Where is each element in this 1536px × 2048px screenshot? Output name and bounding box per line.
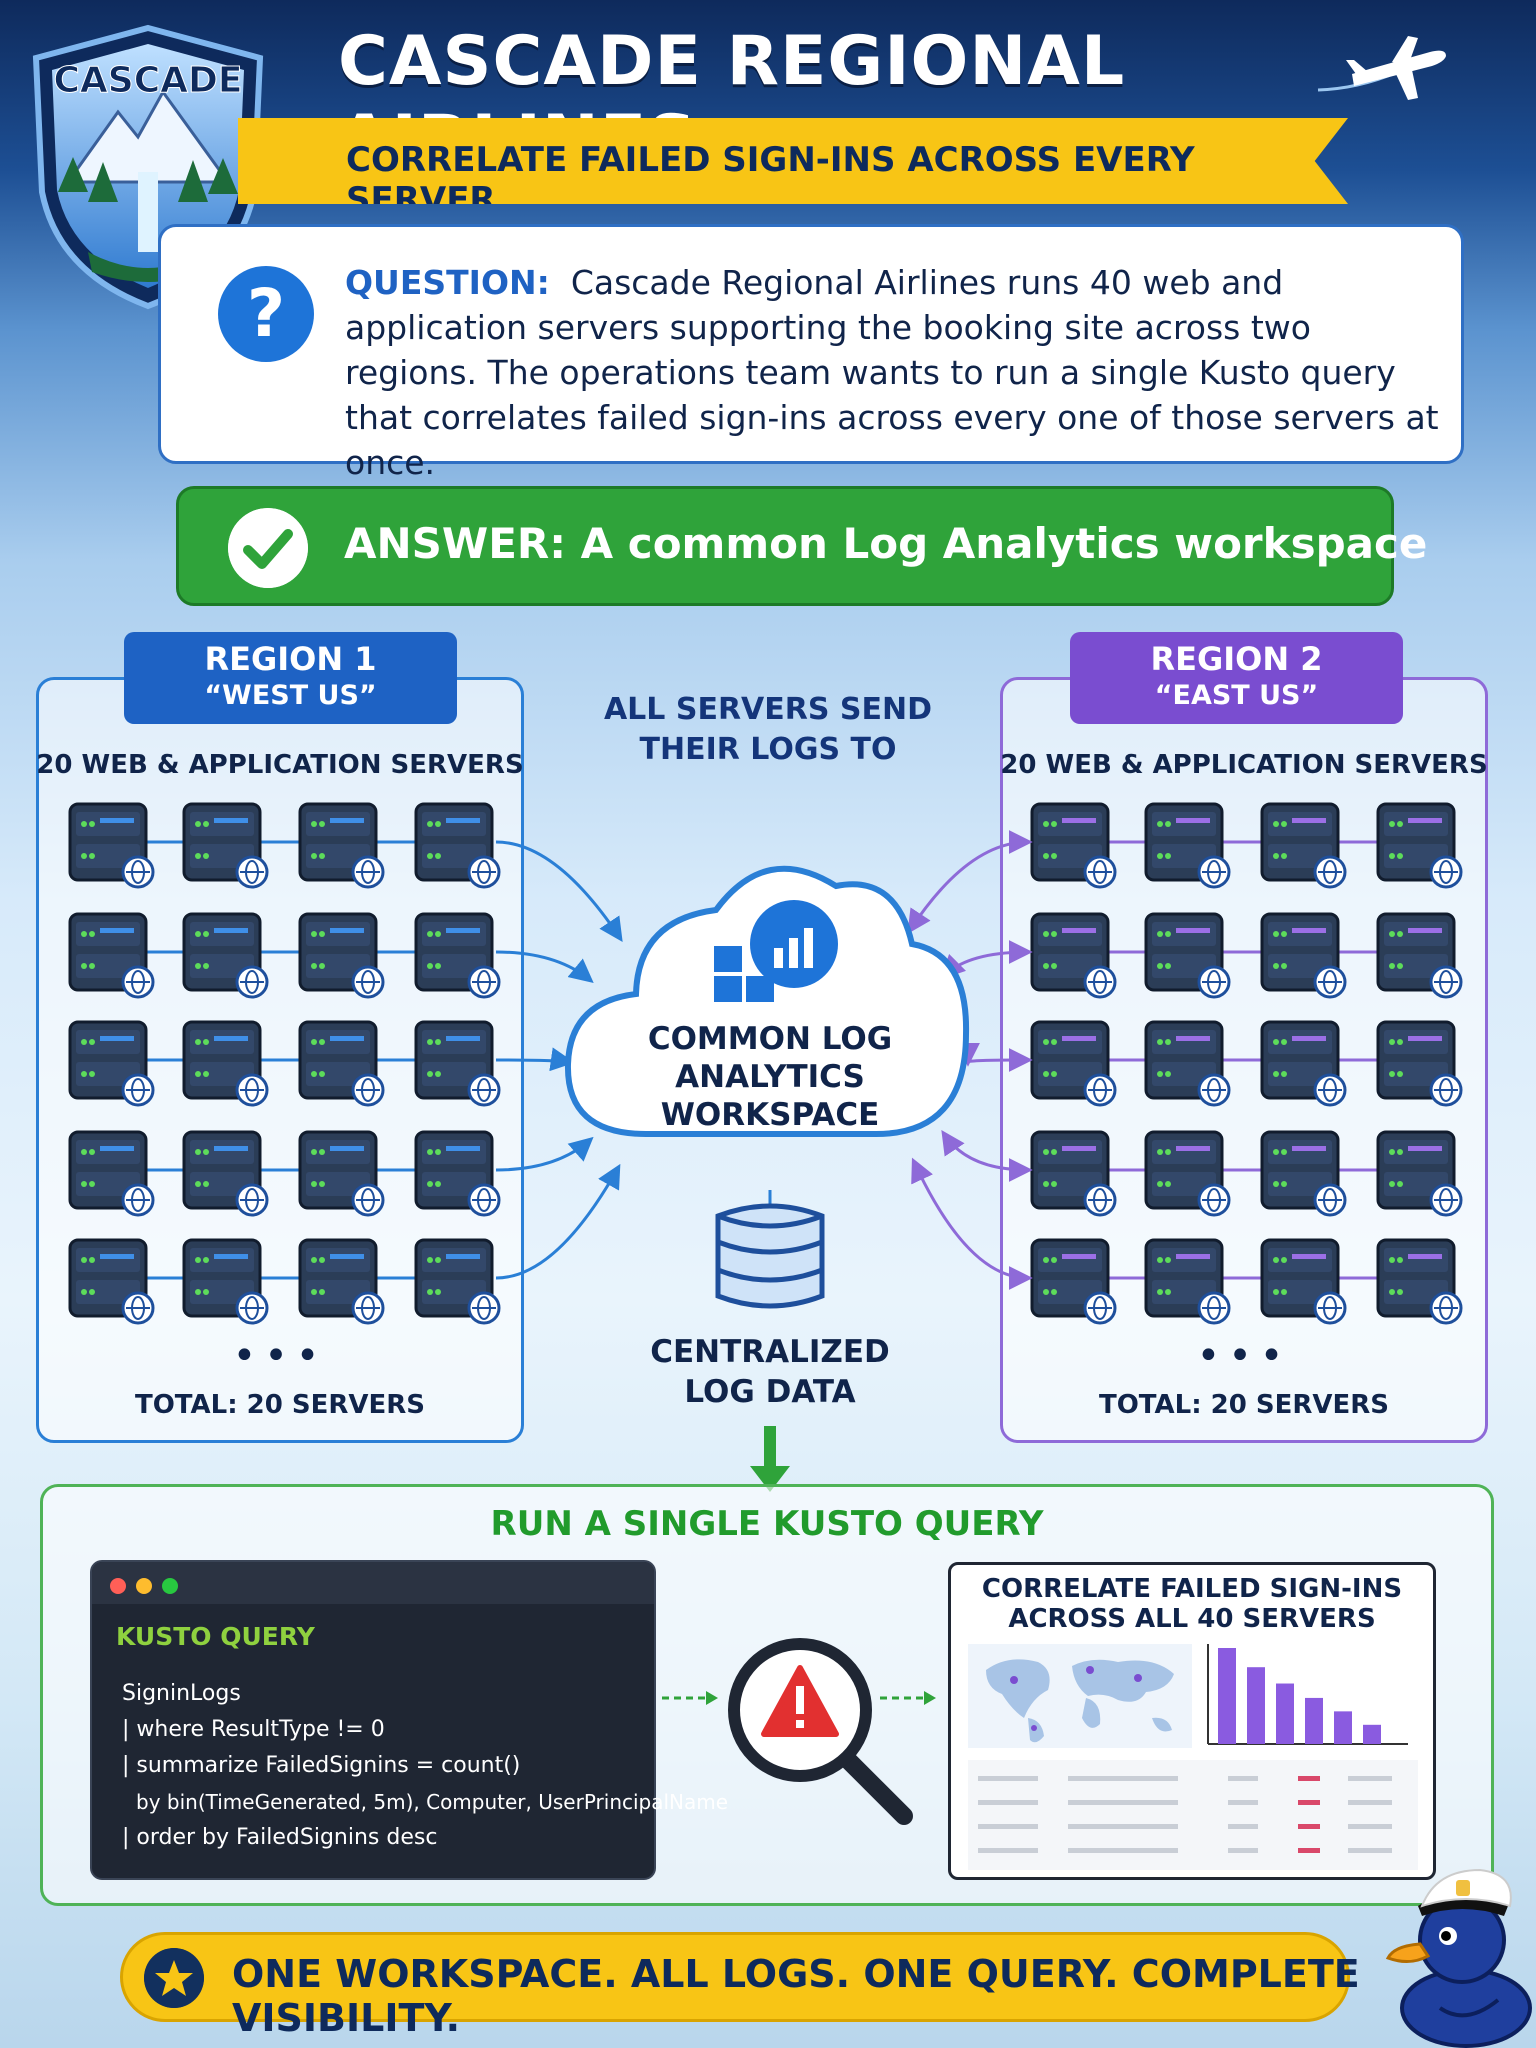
- airplane-icon: [1317, 36, 1446, 100]
- region-1-subtitle: 20 WEB & APPLICATION SERVERS: [36, 750, 524, 780]
- magnifier-warning-icon: [728, 1638, 913, 1825]
- result-bar: [1276, 1683, 1294, 1744]
- minimize-dot-icon: [136, 1578, 152, 1594]
- kusto-terminal: [90, 1560, 656, 1880]
- cloud-line-1: COMMON LOG: [647, 1021, 893, 1057]
- cloud-line-3: WORKSPACE: [660, 1097, 880, 1133]
- region-1-tab: REGION 1 “WEST US”: [124, 632, 457, 724]
- region-2-panel: [1000, 677, 1488, 1443]
- result-visuals: [968, 1644, 1418, 1870]
- result-table: [968, 1760, 1418, 1870]
- cloud-workspace-icon: [564, 865, 970, 1137]
- bar-chart: [1207, 1644, 1408, 1745]
- question-box: [158, 224, 1464, 464]
- question-label: QUESTION:: [345, 263, 550, 302]
- flow-arrow-2: [880, 1691, 936, 1705]
- duck-mascot-icon: [1385, 1868, 1532, 2048]
- cloud-line-2: ANALYTICS: [675, 1059, 865, 1095]
- answer-box: [176, 486, 1394, 606]
- centralized-log-label: CENTRALIZED LOG DATA: [600, 1332, 940, 1412]
- code-line: by bin(TimeGenerated, 5m), Computer, Use…: [136, 1790, 729, 1814]
- code-line: | order by FailedSignins desc: [122, 1825, 438, 1850]
- kusto-query-code: SigninLogs | where ResultType != 0 | sum…: [122, 1676, 729, 1856]
- region-2-total: TOTAL: 20 SERVERS: [1098, 1390, 1390, 1420]
- run-query-title: RUN A SINGLE KUSTO QUERY: [490, 1504, 1044, 1544]
- central-line-1: CENTRALIZED: [650, 1334, 890, 1370]
- answer-text: ANSWER: A common Log Analytics workspace: [344, 519, 1428, 568]
- result-line-2: ACROSS ALL 40 SERVERS: [1008, 1604, 1376, 1634]
- down-arrow-icon: [750, 1426, 790, 1492]
- world-map-icon: [968, 1644, 1192, 1748]
- code-line: | summarize FailedSignins = count(): [122, 1753, 521, 1778]
- region-1-name: REGION 1: [204, 640, 377, 678]
- region-1-location: “WEST US”: [204, 680, 377, 711]
- central-line-2: LOG DATA: [684, 1374, 856, 1410]
- code-line: SigninLogs: [122, 1681, 241, 1706]
- send-line-1: ALL SERVERS SEND: [603, 692, 933, 727]
- region-2-name: REGION 2: [1150, 640, 1323, 678]
- question-text: QUESTION: Cascade Regional Airlines runs…: [345, 260, 1445, 485]
- result-bar: [1334, 1711, 1352, 1744]
- maximize-dot-icon: [162, 1578, 178, 1594]
- footer-text: ONE WORKSPACE. ALL LOGS. ONE QUERY. COMP…: [232, 1952, 1360, 2040]
- region-2-location: “EAST US”: [1154, 680, 1319, 711]
- result-title: CORRELATE FAILED SIGN-INS ACROSS ALL 40 …: [948, 1574, 1436, 1634]
- star-icon: [144, 1948, 204, 2008]
- question-body: Cascade Regional Airlines runs 40 web an…: [345, 263, 1439, 482]
- banner-text: CORRELATE FAILED SIGN-INS ACROSS EVERY S…: [346, 140, 1195, 220]
- region-1-total: TOTAL: 20 SERVERS: [134, 1390, 426, 1420]
- region-1-panel: [36, 677, 524, 1443]
- send-line-2: THEIR LOGS TO: [639, 732, 897, 767]
- result-bar: [1218, 1648, 1236, 1744]
- close-dot-icon: [110, 1578, 126, 1594]
- result-bar: [1305, 1697, 1323, 1744]
- result-line-1: CORRELATE FAILED SIGN-INS: [981, 1574, 1403, 1604]
- subtitle-banner: CORRELATE FAILED SIGN-INS ACROSS EVERY S…: [238, 118, 1348, 204]
- question-mark-icon: ?: [218, 266, 314, 362]
- result-bar: [1247, 1667, 1265, 1744]
- region-2-tab: REGION 2 “EAST US”: [1070, 632, 1403, 724]
- code-line: | where ResultType != 0: [122, 1717, 385, 1742]
- kusto-query-title: KUSTO QUERY: [116, 1622, 315, 1651]
- send-logs-text: ALL SERVERS SEND THEIR LOGS TO: [598, 690, 938, 770]
- checkmark-icon: [228, 508, 308, 588]
- region-1-more-dots: •••: [232, 1333, 328, 1379]
- database-icon: [715, 1190, 825, 1309]
- cloud-label: COMMON LOG ANALYTICS WORKSPACE: [600, 1020, 940, 1134]
- region-2-more-dots: •••: [1196, 1333, 1292, 1379]
- region-2-subtitle: 20 WEB & APPLICATION SERVERS: [1000, 750, 1488, 780]
- terminal-titlebar: [92, 1562, 654, 1604]
- footer-banner: [120, 1932, 1350, 2022]
- badge-text: CASCADE: [54, 60, 243, 101]
- flow-arrow-1: [662, 1691, 718, 1705]
- result-bar: [1363, 1724, 1381, 1744]
